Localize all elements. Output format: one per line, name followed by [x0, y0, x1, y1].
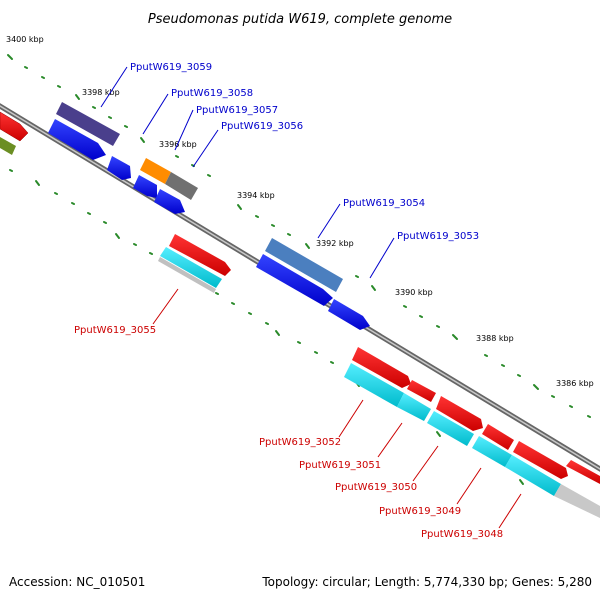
- gene-block[interactable]: [513, 441, 568, 479]
- upper-left-features: [0, 102, 198, 214]
- gene-block[interactable]: [505, 455, 561, 496]
- reverse-leader-lines: [152, 288, 522, 529]
- gene-label[interactable]: PputW619_3054: [343, 198, 425, 209]
- gene-block[interactable]: [133, 175, 157, 198]
- gene-label[interactable]: PputW619_3053: [397, 231, 479, 242]
- gene-block[interactable]: [256, 254, 333, 306]
- gene-block[interactable]: [158, 257, 216, 293]
- gene-label[interactable]: PputW619_3049: [379, 506, 461, 517]
- gene-block[interactable]: [160, 247, 222, 288]
- gene-label[interactable]: PputW619_3059: [130, 62, 212, 73]
- tick-label: 3398 kbp: [82, 88, 120, 97]
- gene-block[interactable]: [169, 234, 231, 276]
- gene-block[interactable]: [352, 347, 411, 388]
- gene-label[interactable]: PputW619_3055: [74, 325, 156, 336]
- tick-label: 3392 kbp: [316, 239, 354, 248]
- forward-leader-lines: [100, 66, 395, 279]
- gene-block[interactable]: [407, 380, 436, 402]
- gene-label[interactable]: PputW619_3051: [299, 460, 381, 471]
- gene-label[interactable]: PputW619_3057: [196, 105, 278, 116]
- gene-block[interactable]: [107, 156, 131, 180]
- genome-summary-text: Topology: circular; Length: 5,774,330 bp…: [261, 575, 592, 589]
- gene-block[interactable]: [482, 424, 514, 450]
- tick-label: 3400 kbp: [6, 35, 44, 44]
- gene-block[interactable]: [472, 436, 512, 467]
- accession-text: Accession: NC_010501: [9, 575, 145, 589]
- tick-label: 3386 kbp: [556, 379, 594, 388]
- gene-block[interactable]: [436, 396, 483, 431]
- gene-block[interactable]: [344, 363, 404, 407]
- gene-block[interactable]: [165, 172, 198, 200]
- gene-block[interactable]: [265, 238, 343, 292]
- inner-tick-track: [9, 169, 524, 485]
- gene-label[interactable]: PputW619_3056: [221, 121, 303, 132]
- lower-left-features: [158, 234, 231, 293]
- gene-block[interactable]: [154, 189, 185, 214]
- gene-label[interactable]: PputW619_3058: [171, 88, 253, 99]
- gene-block[interactable]: [0, 137, 16, 155]
- gene-block[interactable]: [566, 460, 600, 484]
- gene-block[interactable]: [554, 484, 600, 518]
- lower-right-features: [344, 347, 600, 518]
- reverse-gene-labels: PputW619_3055 PputW619_3052 PputW619_305…: [74, 325, 503, 540]
- gene-label[interactable]: PputW619_3048: [421, 529, 503, 540]
- upper-middle-features: [256, 238, 370, 330]
- gene-block[interactable]: [56, 102, 120, 146]
- gene-block[interactable]: [328, 299, 370, 330]
- gene-block[interactable]: [48, 119, 106, 160]
- map-title: Pseudomonas putida W619, complete genome: [148, 12, 452, 27]
- tick-label: 3394 kbp: [237, 191, 275, 200]
- tick-label: 3390 kbp: [395, 288, 433, 297]
- gene-label[interactable]: PputW619_3052: [259, 437, 341, 448]
- gene-block[interactable]: [0, 111, 29, 142]
- gene-label[interactable]: PputW619_3050: [335, 482, 417, 493]
- tick-label: 3388 kbp: [476, 334, 514, 343]
- gene-block[interactable]: [397, 393, 431, 421]
- gene-block[interactable]: [427, 411, 474, 446]
- outer-tick-track: [7, 54, 591, 418]
- forward-gene-labels: PputW619_3059 PputW619_3058 PputW619_305…: [130, 62, 479, 242]
- gene-block[interactable]: [140, 158, 171, 184]
